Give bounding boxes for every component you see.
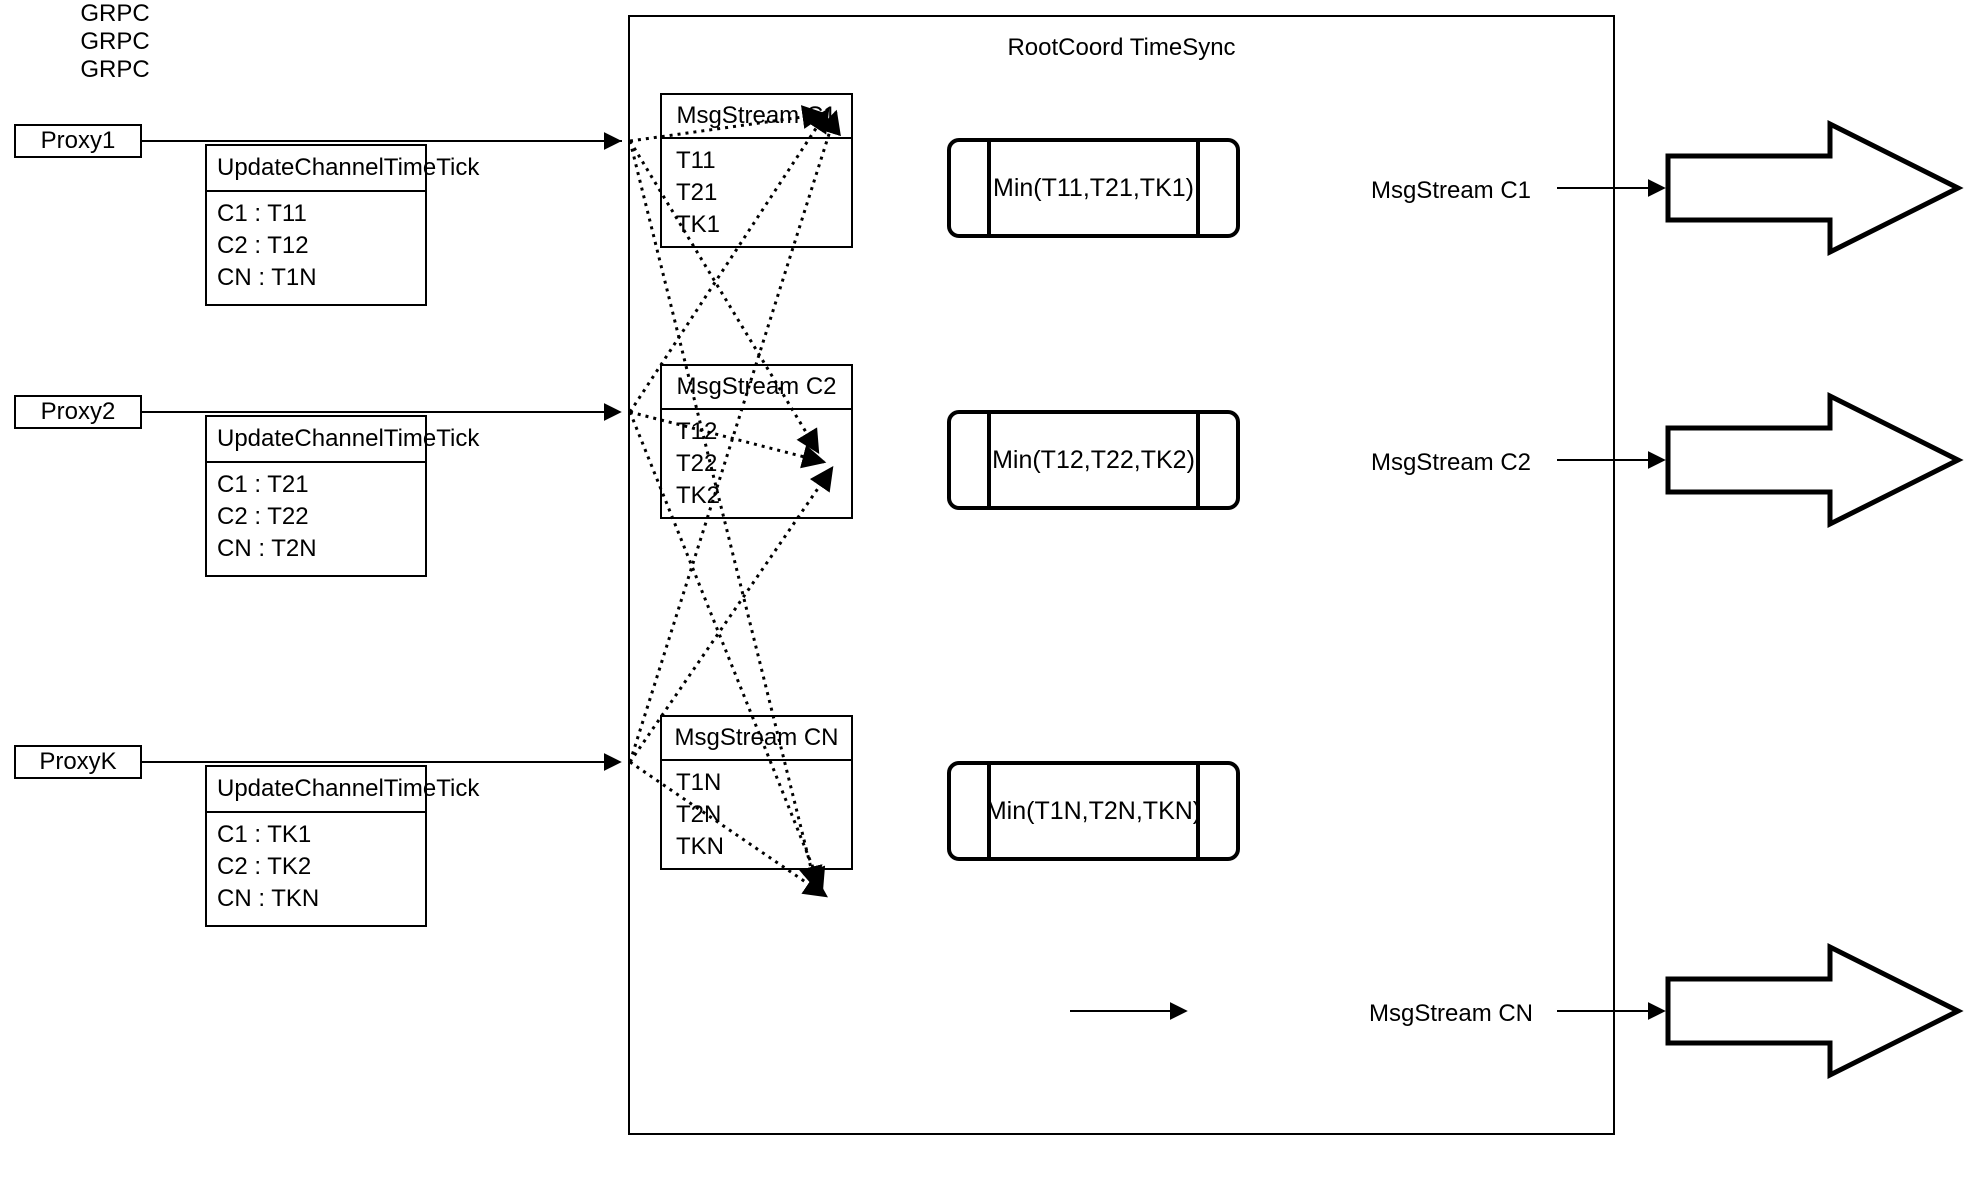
msgstream-box-2: MsgStream C2 T12 T22 TK2 xyxy=(660,364,853,519)
update-channel-timetick-2: UpdateChannelTimeTick C1 : T21 C2 : T22 … xyxy=(205,415,479,577)
msgstream-body: T1N T2N TKN xyxy=(662,761,851,871)
uctt-row: C1 : TK1 xyxy=(217,821,312,848)
uctt-header: UpdateChannelTimeTick xyxy=(207,767,479,813)
msgstream-row: TK1 xyxy=(676,211,721,238)
proxy-box-3[interactable]: ProxyK xyxy=(14,745,142,779)
min-aggregator-1: Min(T11,T21,TK1) xyxy=(947,138,1240,238)
update-channel-timetick-3: UpdateChannelTimeTick C1 : TK1 C2 : TK2 … xyxy=(205,765,479,927)
uctt-row: C2 : T12 xyxy=(217,232,309,259)
process-bar-right xyxy=(1196,142,1200,234)
rootcoord-timesync-title: RootCoord TimeSync xyxy=(1007,34,1236,61)
msgstream-row: TKN xyxy=(676,833,724,860)
grpc-label-2: GRPC xyxy=(80,28,150,55)
proxy-box-2[interactable]: Proxy2 xyxy=(14,395,142,429)
msgstream-row: TK2 xyxy=(676,482,721,509)
process-bar-left xyxy=(987,414,991,506)
min-label: Min(T1N,T2N,TKN) xyxy=(985,796,1202,825)
msgstream-row: T21 xyxy=(676,179,718,206)
grpc-label-3: GRPC xyxy=(80,56,150,83)
msgstream-row: T22 xyxy=(676,450,718,477)
process-bar-right xyxy=(1196,414,1200,506)
msgstream-row: T11 xyxy=(676,147,716,174)
output-arrow-label-2: MsgStream C2 xyxy=(1370,449,1532,476)
msgstream-row: T12 xyxy=(676,418,718,445)
msgstream-box-1: MsgStream C1 T11 T21 TK1 xyxy=(660,93,853,248)
uctt-header: UpdateChannelTimeTick xyxy=(207,146,479,192)
proxy-box-1[interactable]: Proxy1 xyxy=(14,124,142,158)
proxy-label: Proxy1 xyxy=(40,127,116,154)
uctt-body: C1 : T11 C2 : T12 CN : T1N xyxy=(207,192,425,304)
uctt-row: CN : T2N xyxy=(217,535,317,562)
output-arrow-label-3: MsgStream CN xyxy=(1368,1000,1534,1027)
min-label: Min(T11,T21,TK1) xyxy=(993,173,1194,202)
output-arrow-label-1: MsgStream C1 xyxy=(1370,177,1532,204)
process-bar-left xyxy=(987,142,991,234)
uctt-row: C2 : T22 xyxy=(217,503,309,530)
proxy-label: ProxyK xyxy=(39,748,117,775)
min-label: Min(T12,T22,TK2) xyxy=(992,445,1195,474)
process-bar-left xyxy=(987,765,991,857)
msgstream-header: MsgStream C2 xyxy=(662,366,851,410)
proxy-label: Proxy2 xyxy=(40,398,116,425)
uctt-row: C1 : T11 xyxy=(217,200,307,227)
min-aggregator-2: Min(T12,T22,TK2) xyxy=(947,410,1240,510)
msgstream-row: T1N xyxy=(676,769,722,796)
uctt-body: C1 : TK1 C2 : TK2 CN : TKN xyxy=(207,813,425,925)
msgstream-row: T2N xyxy=(676,801,722,828)
uctt-body: C1 : T21 C2 : T22 CN : T2N xyxy=(207,463,425,575)
msgstream-body: T11 T21 TK1 xyxy=(662,139,851,249)
msgstream-body: T12 T22 TK2 xyxy=(662,410,851,520)
msgstream-header: MsgStream C1 xyxy=(662,95,851,139)
process-bar-right xyxy=(1196,765,1200,857)
uctt-row: C2 : TK2 xyxy=(217,853,312,880)
uctt-header: UpdateChannelTimeTick xyxy=(207,417,479,463)
uctt-row: C1 : T21 xyxy=(217,471,309,498)
update-channel-timetick-1: UpdateChannelTimeTick C1 : T11 C2 : T12 … xyxy=(205,144,479,306)
msgstream-header: MsgStream CN xyxy=(662,717,851,761)
uctt-row: CN : TKN xyxy=(217,885,320,912)
msgstream-box-3: MsgStream CN T1N T2N TKN xyxy=(660,715,853,870)
grpc-label-1: GRPC xyxy=(80,0,150,27)
uctt-row: CN : T1N xyxy=(217,264,317,291)
min-aggregator-3: Min(T1N,T2N,TKN) xyxy=(947,761,1240,861)
